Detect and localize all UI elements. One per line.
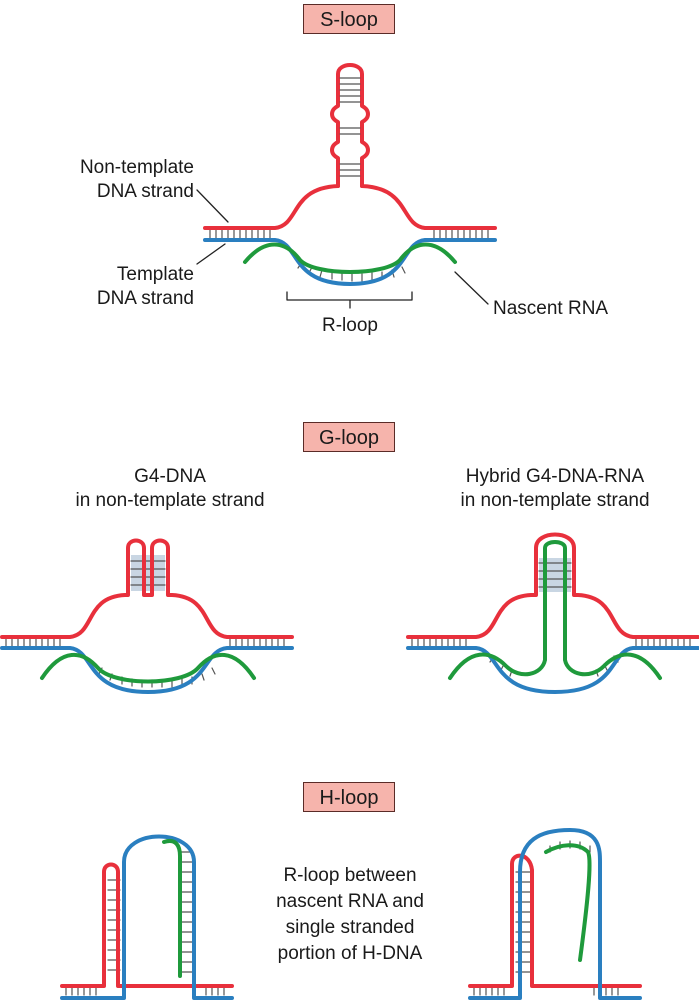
hybrid-g4-caption-line2: in non-template strand — [460, 490, 650, 511]
g4-dna-diagram — [0, 538, 294, 694]
hybrid-g4-caption-line1: Hybrid G4-DNA-RNA — [465, 466, 645, 487]
r-loop-label: R-loop — [322, 315, 378, 336]
g4-dna-caption-line2: in non-template strand — [75, 490, 265, 511]
non-template-strand-label: Non-template DNA strand — [80, 156, 194, 204]
h-left-hybrid-ticks — [179, 851, 193, 973]
g4-right-nontemplate-strand — [406, 532, 699, 639]
h-loop-caption-line1: R-loop between — [283, 865, 417, 886]
h-right-triplex-ticks — [515, 871, 531, 973]
g4-left-tetrads — [130, 560, 166, 586]
s-loop-hairpin — [330, 63, 370, 188]
g4-right-tetrads — [538, 562, 572, 588]
g4-left-nontemplate-strand — [0, 538, 294, 639]
g4-dna-caption-line1: G4-DNA — [134, 466, 206, 487]
s-loop-nontemplate-strand — [203, 178, 497, 230]
g4-left-nascent-rna — [40, 652, 256, 684]
h-right-template-strand — [468, 828, 642, 1000]
non-template-label-line1: Non-template — [79, 157, 194, 178]
h-loop-title: H-loop — [303, 782, 395, 812]
g-loop-title: G-loop — [303, 422, 395, 452]
template-strand-label: Template DNA strand — [97, 263, 194, 311]
h-left-nascent-rna — [162, 839, 182, 978]
h-right-duplex-ticks — [473, 987, 619, 996]
h-loop-caption-line4: portion of H-DNA — [277, 943, 423, 964]
g4-right-nascent-rna — [448, 540, 662, 680]
hybrid-g4-caption: Hybrid G4-DNA-RNA in non-template strand — [425, 465, 685, 513]
non-template-leader-line — [196, 189, 229, 223]
g4-right-duplex-ticks — [411, 638, 691, 647]
s-loop-hairpin-ticks — [339, 77, 361, 177]
g4-dna-caption: G4-DNA in non-template strand — [40, 465, 300, 513]
template-label-line1: Template — [116, 264, 194, 285]
template-label-line2: DNA strand — [96, 288, 194, 309]
h-left-template-strand — [60, 834, 234, 1000]
s-loop-template-strand — [203, 238, 497, 286]
g4-left-duplex-ticks — [5, 638, 285, 647]
s-loop-diagram — [196, 63, 497, 309]
g4-right-hybrid-ticks — [489, 655, 619, 677]
h-loop-right-diagram — [468, 828, 642, 1000]
h-left-nontemplate-strand — [60, 862, 234, 988]
h-loop-left-diagram — [60, 834, 234, 1000]
h-loop-caption: R-loop between nascent RNA and single st… — [245, 863, 455, 967]
s-loop-title: S-loop — [303, 4, 395, 34]
s-loop-nascent-rna — [243, 242, 457, 274]
r-loop-bracket — [286, 291, 413, 309]
h-right-nontemplate-strand — [468, 853, 642, 988]
h-loop-caption-line3: single stranded — [285, 917, 415, 938]
template-leader-line — [196, 243, 226, 265]
h-loop-caption-line2: nascent RNA and — [276, 891, 424, 912]
h-right-nascent-rna — [544, 843, 592, 962]
non-template-label-line2: DNA strand — [96, 181, 194, 202]
hybrid-g4-diagram — [406, 532, 699, 694]
s-loop-duplex-ticks — [209, 229, 489, 239]
h-left-duplex-ticks — [65, 987, 225, 996]
nascent-rna-leader-line — [454, 271, 489, 305]
nascent-rna-label: Nascent RNA — [493, 298, 609, 319]
h-left-triplex-ticks — [107, 879, 121, 971]
